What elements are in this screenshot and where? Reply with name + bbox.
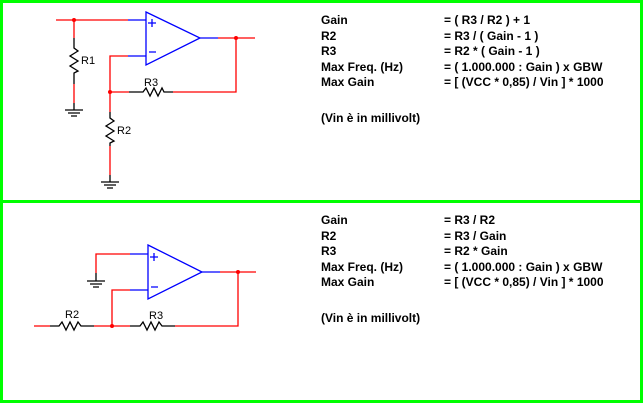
r2-label: R2 — [65, 309, 79, 321]
formula-expr: = R2 * ( Gain - 1 ) — [444, 44, 540, 58]
formula-name: Max Gain — [321, 275, 375, 289]
formula-row: R3 = R2 * ( Gain - 1 ) — [321, 44, 636, 60]
formula-expr: = ( R3 / R2 ) + 1 — [444, 13, 531, 27]
formula-row: R2 = R3 / Gain — [321, 229, 636, 245]
formula-expr: = R3 / R2 — [444, 213, 496, 227]
formula-name: Gain — [321, 13, 348, 27]
formula-row: Max Freq. (Hz) = ( 1.000.000 : Gain ) x G… — [321, 260, 636, 276]
formula-row: Max Gain = [ (VCC * 0,85) / Vin ] * 1000 — [321, 275, 636, 291]
inverting-panel: R2 R3 Gain = R3 / R2 R2 = R3 / Gain R3 = R2… — [3, 203, 640, 400]
formula-expr: = [ (VCC * 0,85) / Vin ] * 1000 — [444, 75, 604, 89]
ground-icon — [101, 175, 119, 189]
resistor-r3 — [130, 320, 175, 332]
formula-name: Max Freq. (Hz) — [321, 59, 404, 74]
ground-icon — [87, 273, 105, 288]
unit-note: (Vin è in millivolt) — [321, 310, 421, 325]
wires — [56, 19, 255, 175]
formula-name: R3 — [321, 244, 337, 258]
r2-label: R2 — [117, 125, 131, 137]
formula-row: Gain = R3 / R2 — [321, 213, 636, 229]
formula-row: R3 = R2 * Gain — [321, 244, 636, 260]
non-inverting-panel: R1 R3 R2 Gain = ( R3 / R2 ) + 1 R2 = R3 / … — [3, 3, 640, 200]
formula-row: Max Freq. (Hz) = ( 1.000.000 : Gain ) x G… — [321, 60, 636, 76]
opamp — [128, 10, 218, 67]
junction-dots — [110, 270, 240, 328]
formula-name: Max Gain — [321, 75, 375, 89]
formula-row: R2 = R3 / ( Gain - 1 ) — [321, 29, 636, 45]
formula-expr: = [ (VCC * 0,85) / Vin ] * 1000 — [444, 275, 604, 289]
formula-name: R3 — [321, 44, 337, 58]
formula-name: R2 — [321, 228, 337, 243]
formula-expr: = R3 / ( Gain - 1 ) — [444, 28, 539, 43]
formula-expr: = R3 / Gain — [444, 228, 507, 243]
resistor-r2 — [50, 320, 94, 332]
junction-dots — [72, 18, 238, 94]
unit-note: (Vin è in millivolt) — [321, 110, 421, 125]
formula-row: Gain = ( R3 / R2 ) + 1 — [321, 13, 636, 29]
formula-name: Gain — [321, 213, 348, 227]
formula-name: R2 — [321, 28, 337, 43]
panel-divider — [3, 200, 640, 203]
r3-label: R3 — [149, 310, 163, 322]
resistor-r2 — [104, 112, 116, 146]
formula-expr: = ( 1.000.000 : Gain ) x GBW — [444, 259, 603, 274]
ground-icon — [65, 103, 83, 117]
r1-label: R1 — [81, 55, 95, 67]
non-inverting-schematic: R1 R3 R2 — [56, 10, 255, 189]
formula-expr: = ( 1.000.000 : Gain ) x GBW — [444, 59, 603, 74]
resistor-r3 — [129, 86, 173, 98]
inverting-formulas: Gain = R3 / R2 R2 = R3 / Gain R3 = R2 * Gai… — [321, 213, 636, 326]
formula-expr: = R2 * Gain — [444, 244, 508, 258]
formula-name: Max Freq. (Hz) — [321, 259, 404, 274]
r3-label: R3 — [144, 77, 158, 89]
inverting-schematic: R2 R3 — [34, 243, 256, 332]
resistor-r1 — [68, 38, 80, 84]
non-inverting-formulas: Gain = ( R3 / R2 ) + 1 R2 = R3 / ( Gain - … — [321, 13, 636, 126]
opamp — [130, 243, 220, 301]
formula-row: Max Gain = [ (VCC * 0,85) / Vin ] * 1000 — [321, 75, 636, 91]
